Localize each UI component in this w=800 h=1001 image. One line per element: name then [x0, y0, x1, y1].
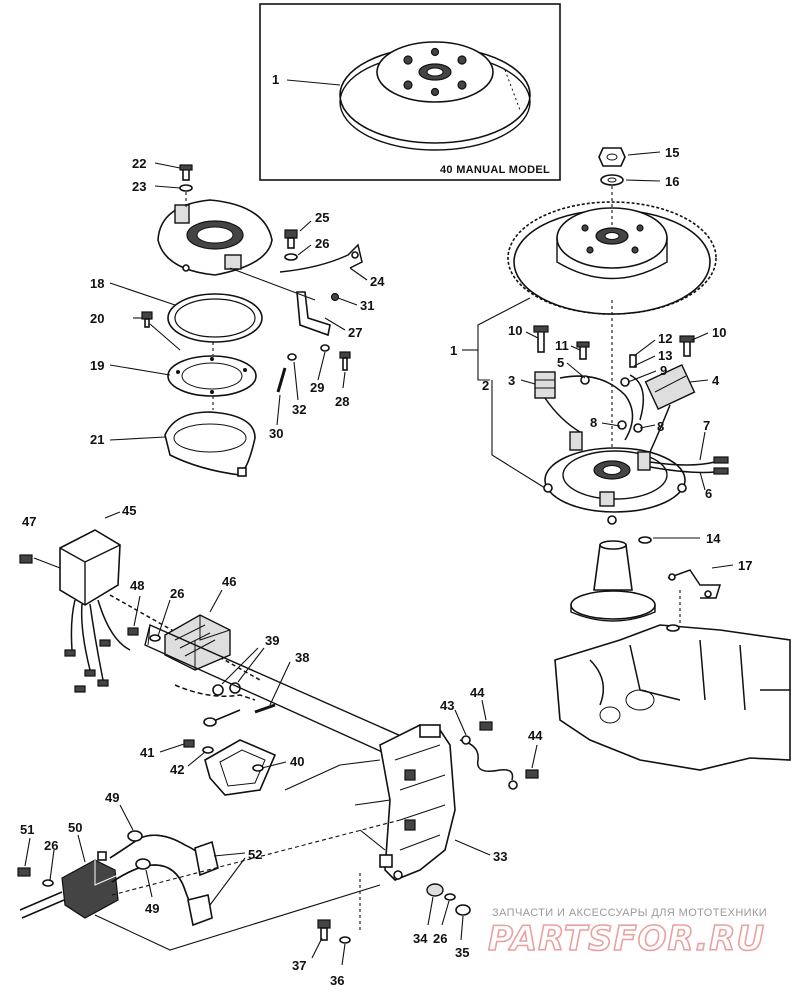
callout-50: 50 [68, 820, 82, 835]
watermark: ЗАПЧАСТИ И АКСЕССУАРЫ ДЛЯ МОТОТЕХНИКИ PA… [487, 907, 767, 960]
callout-30: 30 [269, 426, 283, 441]
callout-19: 19 [90, 358, 104, 373]
callout-38: 38 [295, 650, 309, 665]
callout-48: 48 [130, 578, 144, 593]
callout-45: 45 [122, 503, 136, 518]
callout-10b: 10 [712, 325, 726, 340]
watermark-caption: ЗАПЧАСТИ И АКСЕССУАРЫ ДЛЯ МОТОТЕХНИКИ [492, 907, 767, 919]
cdi-unit: 47 45 [19, 503, 261, 693]
callout-27: 27 [348, 325, 362, 340]
ground-wires: 39 38 [174, 633, 309, 727]
callout-8b: 8 [657, 419, 664, 434]
callout-40: 40 [290, 754, 304, 769]
callout-23: 23 [132, 179, 146, 194]
callout-26d: 26 [44, 838, 58, 853]
callout-29: 29 [310, 380, 324, 395]
callout-46: 46 [222, 574, 236, 589]
callout-47: 47 [22, 514, 36, 529]
crankshaft-and-block: 14 17 [554, 531, 791, 771]
callout-41: 41 [140, 745, 154, 760]
inset-caption: 40 MANUAL MODEL [440, 164, 550, 176]
callout-33: 33 [493, 849, 507, 864]
callout-26a: 26 [315, 236, 329, 251]
callout-15: 15 [665, 145, 679, 160]
callout-24: 24 [370, 274, 385, 289]
ring-stack: 18 20 19 21 [90, 276, 263, 477]
callout-44a: 44 [470, 685, 485, 700]
callout-51: 51 [20, 822, 34, 837]
callout-11: 11 [555, 338, 569, 353]
callout-34: 34 [413, 931, 428, 946]
watermark-logo: PARTSFOR.RU [488, 919, 765, 959]
callout-1: 1 [272, 72, 279, 87]
callout-12: 12 [658, 331, 672, 346]
callout-43: 43 [440, 698, 454, 713]
callout-17: 17 [738, 558, 752, 573]
callout-28: 28 [335, 394, 349, 409]
flywheel-assembly: 15 16 [507, 145, 717, 315]
ignition-coil: 51 26 50 49 49 52 [17, 790, 401, 951]
callout-3: 3 [508, 373, 515, 388]
callout-42: 42 [170, 762, 184, 777]
callout-21: 21 [90, 432, 104, 447]
callout-16: 16 [665, 174, 679, 189]
callout-52: 52 [248, 847, 262, 862]
callout-37: 37 [292, 958, 306, 973]
callout-7: 7 [703, 418, 710, 433]
stator-base-left: 22 23 25 26 24 31 27 29 28 32 30 [132, 156, 385, 441]
callout-39: 39 [265, 633, 279, 648]
callout-44b: 44 [528, 728, 543, 743]
callout-9: 9 [660, 363, 667, 378]
callout-14: 14 [706, 531, 721, 546]
callout-1b: 1 [450, 343, 457, 358]
callout-35: 35 [455, 945, 469, 960]
callout-49b: 49 [145, 901, 159, 916]
stator-plate: 10 11 5 3 12 13 9 10 4 8 8 7 6 [508, 323, 729, 525]
callout-22: 22 [132, 156, 146, 171]
callout-8a: 8 [590, 415, 597, 430]
callout-26c: 26 [433, 931, 447, 946]
callout-5: 5 [557, 355, 564, 370]
callout-36: 36 [330, 973, 344, 988]
callout-10a: 10 [508, 323, 522, 338]
callout-20: 20 [90, 311, 104, 326]
callout-4: 4 [712, 373, 720, 388]
callout-2: 2 [482, 378, 489, 393]
callout-31: 31 [360, 298, 374, 313]
callout-32: 32 [292, 402, 306, 417]
mount-bracket: 33 43 44 44 34 26 35 37 36 [292, 685, 543, 988]
callout-49a: 49 [105, 790, 119, 805]
inset-40-manual-model: 1 40 MANUAL MODEL [259, 3, 561, 181]
callout-18: 18 [90, 276, 104, 291]
callout-25: 25 [315, 210, 329, 225]
callout-26b: 26 [170, 586, 184, 601]
bracket-1-2: 1 2 [450, 297, 613, 489]
callout-6: 6 [705, 486, 712, 501]
callout-13: 13 [658, 348, 672, 363]
